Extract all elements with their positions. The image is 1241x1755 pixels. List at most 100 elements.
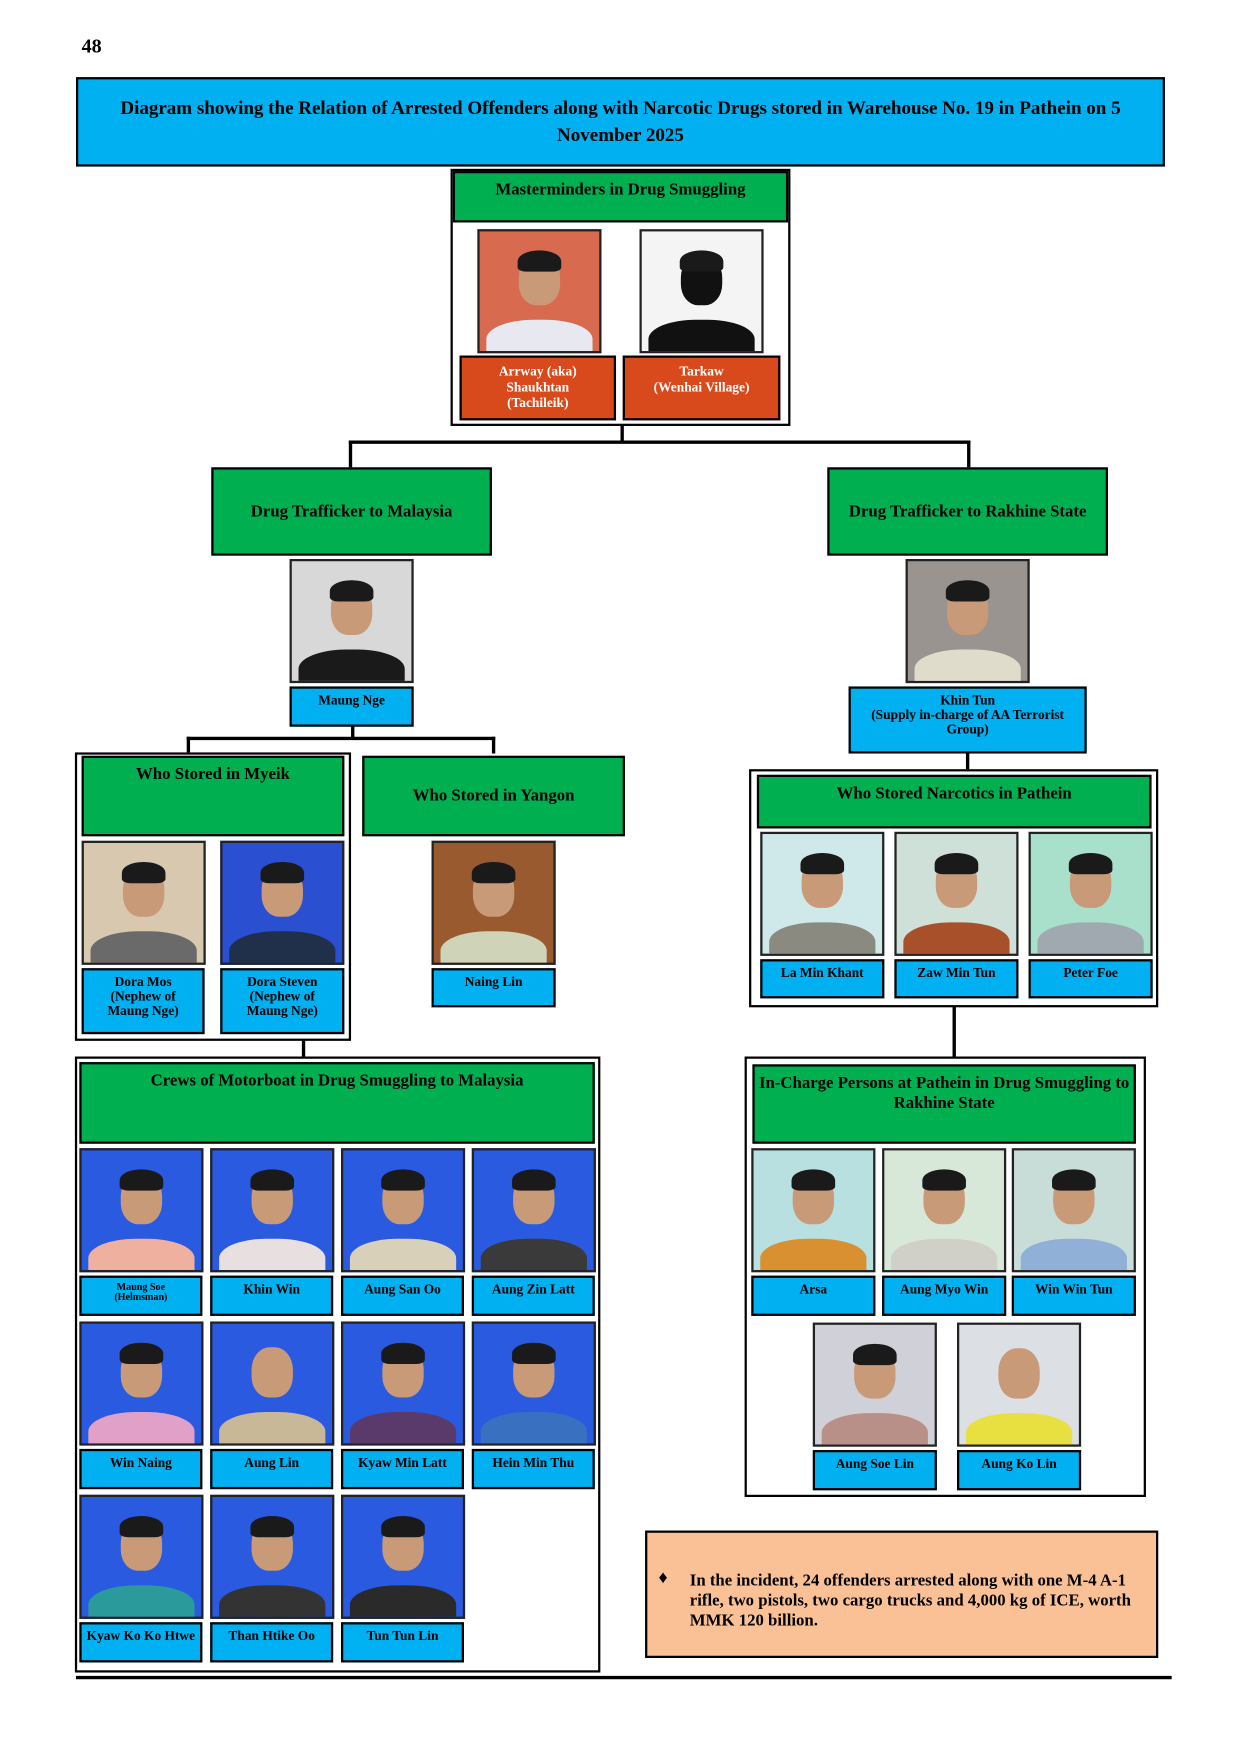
hair-shape xyxy=(330,580,374,602)
person-name: Arsa xyxy=(751,1275,876,1316)
shoulders-shape xyxy=(891,1238,997,1271)
shoulders-shape xyxy=(229,931,335,963)
connector-line xyxy=(186,736,191,754)
person-name: Zaw Min Tun xyxy=(894,959,1019,999)
person-photo xyxy=(79,1321,204,1446)
shoulders-shape xyxy=(966,1413,1072,1445)
hair-shape xyxy=(122,862,166,884)
shoulders-shape xyxy=(88,1585,195,1617)
person-photo xyxy=(882,1148,1007,1273)
connector-line xyxy=(965,752,970,771)
trafficker-name: Khin Tun (Supply in-charge of AA Terrori… xyxy=(848,686,1087,754)
person-name: Khin Win xyxy=(210,1275,334,1316)
incident-summary-note: ♦In the incident, 24 offenders arrested … xyxy=(645,1530,1159,1658)
person-photo xyxy=(1011,1148,1136,1273)
malaysia-trafficker-header: Drug Trafficker to Malaysia xyxy=(211,467,492,556)
shoulders-shape xyxy=(298,649,405,681)
shoulders-shape xyxy=(219,1585,325,1617)
person-photo xyxy=(639,229,764,354)
hair-shape xyxy=(250,1516,294,1538)
person-name: Tun Tun Lin xyxy=(340,1622,464,1663)
person-name: Aung Ko Lin xyxy=(957,1450,1082,1491)
person-photo xyxy=(477,229,602,354)
shoulders-shape xyxy=(1021,1238,1127,1271)
hair-shape xyxy=(119,1342,163,1365)
person-name: Kyaw Min Latt xyxy=(340,1448,464,1490)
footer-rule xyxy=(76,1675,1172,1680)
hair-shape xyxy=(512,1169,556,1192)
shoulders-shape xyxy=(440,931,547,963)
shoulders-shape xyxy=(219,1238,325,1271)
person-photo xyxy=(760,831,885,956)
hair-shape xyxy=(472,862,516,884)
person-photo xyxy=(210,1321,335,1446)
shoulders-shape xyxy=(760,1238,866,1271)
shoulders-shape xyxy=(486,319,593,352)
shoulders-shape xyxy=(91,931,197,963)
shoulders-shape xyxy=(903,922,1010,954)
hair-shape xyxy=(512,1342,556,1365)
person-name: Aung Zin Latt xyxy=(471,1275,595,1316)
hair-shape xyxy=(853,1343,897,1366)
hair-shape xyxy=(791,1169,835,1192)
hair-shape xyxy=(946,580,990,602)
person-name: Peter Foe xyxy=(1028,959,1153,999)
person-name: Aung Myo Win xyxy=(882,1275,1007,1316)
masterminds-header: Masterminders in Drug Smuggling xyxy=(452,171,789,223)
mastermind-name: Arrway (aka) Shaukhtan (Tachileik) xyxy=(459,355,617,421)
person-name: Kyaw Ko Ko Htwe xyxy=(79,1622,203,1663)
person-photo xyxy=(1028,831,1153,956)
person-name: Win Naing xyxy=(79,1448,203,1490)
hair-shape xyxy=(381,1169,425,1192)
shoulders-shape xyxy=(769,922,875,954)
hair-shape xyxy=(800,853,844,875)
connector-line xyxy=(348,440,353,468)
hair-shape xyxy=(260,862,304,884)
hair-shape xyxy=(381,1342,425,1365)
head-shape xyxy=(998,1348,1040,1399)
hair-shape xyxy=(934,853,978,875)
connector-line xyxy=(952,1006,956,1058)
person-photo xyxy=(340,1148,466,1273)
person-name: Than Htike Oo xyxy=(210,1622,334,1663)
shoulders-shape xyxy=(822,1413,928,1445)
shoulders-shape xyxy=(1037,922,1144,954)
rakhine-trafficker-header: Drug Trafficker to Rakhine State xyxy=(827,467,1108,556)
person-photo xyxy=(751,1148,876,1273)
person-photo xyxy=(957,1322,1082,1447)
pathein-header: Who Stored Narcotics in Pathein xyxy=(756,774,1152,829)
shoulders-shape xyxy=(88,1238,195,1271)
person-photo xyxy=(471,1321,596,1446)
shoulders-shape xyxy=(481,1412,587,1444)
head-shape xyxy=(251,1347,293,1398)
crews-header: Crews of Motorboat in Drug Smuggling to … xyxy=(79,1062,595,1144)
person-name: Aung San Oo xyxy=(340,1275,464,1316)
person-photo xyxy=(79,1148,204,1273)
connector-line xyxy=(348,440,971,444)
hair-shape xyxy=(381,1516,425,1538)
incharge-header: In-Charge Persons at Pathein in Drug Smu… xyxy=(752,1064,1136,1144)
person-name: Aung Lin xyxy=(210,1448,334,1490)
shoulders-shape xyxy=(350,1238,456,1271)
connector-line xyxy=(491,736,496,754)
shoulders-shape xyxy=(219,1412,325,1444)
person-name: Dora Mos (Nephew of Maung Nge) xyxy=(81,968,205,1035)
person-photo xyxy=(210,1148,335,1273)
diamond-bullet-icon: ♦ xyxy=(658,1568,668,1588)
person-photo xyxy=(81,840,206,965)
connector-line xyxy=(351,725,355,739)
connector-line xyxy=(620,424,624,443)
shoulders-shape xyxy=(648,319,755,352)
person-name: Aung Soe Lin xyxy=(812,1450,937,1491)
hair-shape xyxy=(119,1169,163,1192)
person-photo xyxy=(340,1494,466,1619)
shoulders-shape xyxy=(350,1412,456,1444)
page-number: 48 xyxy=(81,34,102,58)
person-photo xyxy=(79,1494,204,1619)
hair-shape xyxy=(1052,1169,1096,1192)
hair-shape xyxy=(922,1169,966,1192)
hair-shape xyxy=(517,250,561,273)
hair-shape xyxy=(1069,853,1113,875)
person-photo xyxy=(471,1148,596,1273)
